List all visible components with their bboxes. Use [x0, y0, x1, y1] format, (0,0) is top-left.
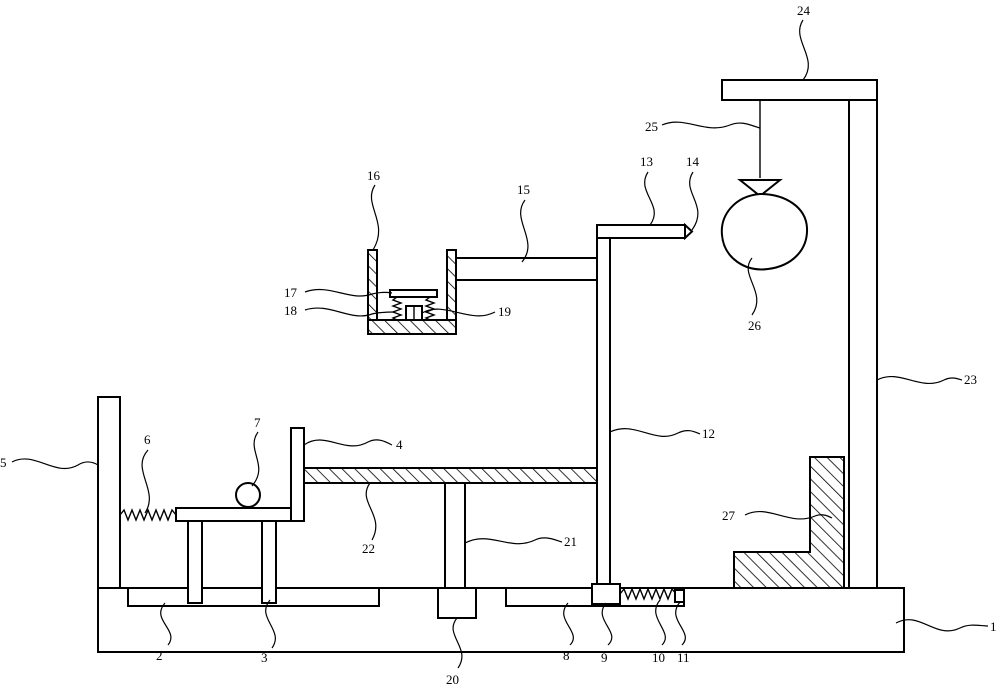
label-6: 6 — [144, 432, 151, 447]
beam-22 — [303, 467, 598, 484]
leader-10 — [655, 599, 666, 646]
leader-2 — [160, 602, 172, 646]
leader-18 — [304, 307, 396, 317]
spring-6 — [119, 508, 177, 522]
leader-7 — [251, 431, 260, 487]
post-23 — [848, 99, 878, 589]
leader-1 — [895, 619, 989, 632]
leader-8 — [563, 602, 574, 646]
label-27: 27 — [722, 508, 736, 523]
leader-22 — [365, 482, 377, 541]
leader-25 — [661, 121, 761, 129]
plate-5 — [97, 396, 121, 589]
label-16: 16 — [367, 168, 381, 183]
label-19: 19 — [498, 304, 511, 319]
block-20 — [437, 587, 477, 619]
label-14: 14 — [686, 154, 700, 169]
leader-3 — [265, 599, 276, 649]
leader-21 — [464, 537, 563, 545]
block-11 — [674, 589, 685, 603]
label-24: 24 — [797, 3, 811, 18]
spring-10 — [619, 587, 677, 601]
label-5: 5 — [0, 455, 7, 470]
block-27 — [733, 456, 845, 589]
leader-16 — [370, 184, 380, 251]
crossbar-24 — [721, 79, 878, 101]
leader-27 — [744, 510, 833, 520]
leader-5 — [11, 458, 99, 470]
column-12 — [596, 237, 611, 587]
leader-4 — [303, 439, 393, 447]
spring-18 — [391, 296, 403, 321]
leader-13 — [644, 171, 655, 226]
ball-7 — [235, 482, 261, 508]
label-9: 9 — [601, 650, 608, 665]
leg-3-right — [261, 520, 277, 604]
leader-24 — [799, 19, 809, 81]
label-10: 10 — [652, 650, 665, 665]
label-2: 2 — [156, 648, 163, 663]
arm-15 — [454, 257, 598, 281]
label-20: 20 — [446, 672, 459, 687]
label-1: 1 — [990, 619, 997, 634]
label-13: 13 — [640, 154, 653, 169]
label-15: 15 — [517, 182, 530, 197]
leader-15 — [520, 199, 529, 263]
cup-16-right-wall — [446, 249, 457, 321]
label-4: 4 — [396, 437, 403, 452]
plate-17 — [389, 289, 438, 298]
label-22: 22 — [362, 541, 375, 556]
bag-26 — [720, 192, 809, 271]
leader-12 — [609, 428, 701, 437]
cup-16-bottom — [367, 319, 457, 335]
label-8: 8 — [563, 648, 570, 663]
arm-13 — [596, 224, 686, 239]
label-25: 25 — [645, 119, 658, 134]
leader-14 — [689, 171, 699, 231]
slider-9 — [591, 583, 621, 605]
leader-17 — [304, 288, 393, 297]
leader-23 — [876, 375, 963, 385]
leader-19 — [421, 308, 496, 317]
leader-26 — [747, 257, 758, 316]
label-26: 26 — [748, 318, 762, 333]
cup-16-left-wall — [367, 249, 378, 321]
label-7: 7 — [254, 415, 261, 430]
label-21: 21 — [564, 534, 577, 549]
leader-20 — [452, 617, 463, 669]
leader-6 — [141, 449, 150, 514]
tip-14 — [684, 222, 694, 241]
label-12: 12 — [702, 426, 715, 441]
label-23: 23 — [964, 372, 977, 387]
leader-9 — [601, 602, 613, 646]
leg-3-left — [187, 520, 203, 604]
spring-18b — [424, 296, 436, 321]
tray-4-base — [175, 507, 305, 522]
leader-11 — [675, 601, 686, 646]
label-17: 17 — [284, 285, 298, 300]
tray-4-wall — [290, 427, 305, 522]
bag-26-knot — [737, 179, 783, 198]
label-18: 18 — [284, 303, 297, 318]
label-11: 11 — [677, 650, 690, 665]
label-3: 3 — [261, 650, 268, 665]
slot-2 — [127, 587, 380, 607]
post-21 — [444, 482, 466, 589]
